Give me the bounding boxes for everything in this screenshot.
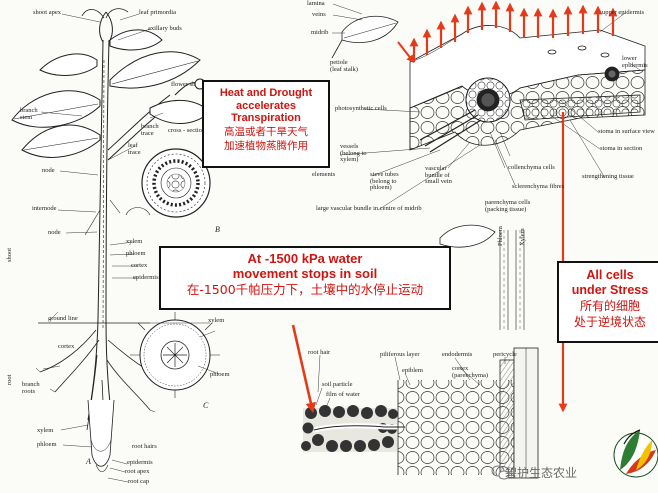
callout-heat-line3: Transpiration [231, 112, 301, 124]
label-stoma-section: stoma in section [600, 145, 643, 152]
label-letter-c: C [203, 401, 209, 410]
label-vascular-bundle: vascular bundle of small vein [425, 165, 452, 185]
label-film-water: film of water [326, 391, 360, 398]
label-stoma-surface: stoma in surface view [598, 128, 655, 135]
leaf-right-1 [109, 51, 201, 89]
callout-soil-zh1: 在-1500千帕压力下，土壤中的水停止运动 [186, 282, 424, 297]
label-shoot: shoot [6, 247, 13, 262]
label-leaf-trace: leaf trace [128, 142, 141, 156]
leaf-block-drawing [331, 3, 646, 211]
brand-logo [613, 429, 658, 478]
label-axillary-buds: axillary buds [148, 25, 182, 32]
label-phloem-inset: Phloem [497, 226, 504, 246]
callout-heat-zh1: 高温或者干旱天气 [224, 125, 308, 138]
label-xylem-3: xylem [208, 317, 225, 324]
label-xylem: xylem [126, 238, 143, 245]
label-epidermis: epidermis [133, 274, 159, 281]
arrow-heat-to-leaf [397, 41, 415, 64]
label-large-bundle: large vascular bundle in centre of midri… [316, 205, 422, 212]
label-letter-a: A [86, 457, 91, 466]
label-xylem-inset: Xylem [519, 228, 526, 246]
label-endodermis: endodermis [442, 351, 473, 358]
label-root: root [6, 374, 13, 385]
leaf-cross-section [141, 148, 211, 218]
label-sieve-tubes: sieve tubes (belong to phloem) [370, 171, 399, 191]
label-xylem-2: xylem [37, 427, 54, 434]
label-upper-epidermis: upper epidermis [602, 9, 645, 16]
label-leaf-primordia: leaf primordia [139, 9, 176, 16]
wechat-icon [491, 465, 510, 480]
callout-stress-zh2: 处于逆境状态 [573, 315, 646, 329]
callout-cell-stress: All cells under Stress 所有的细胞 处于逆境状态 [557, 261, 658, 343]
leaf-right-2 [149, 99, 211, 124]
label-branch-roots: branch roots [22, 381, 40, 395]
label-sclerenchyma: sclerenchyma fibres [512, 183, 565, 190]
label-phloem-3: phloem [210, 371, 230, 378]
label-cortex: cortex [131, 262, 148, 269]
label-root-apex: root apex [125, 468, 150, 475]
leaf-left-2 [21, 124, 101, 158]
callout-soil-water: At -1500 kPa water movement stops in soi… [159, 246, 451, 310]
label-root-cap: root cap [128, 478, 150, 485]
label-lower-epidermis: lower epidermis [622, 55, 648, 69]
label-ground-line: ground line [48, 315, 78, 322]
label-branch-stem: branch stem [20, 107, 38, 121]
callout-stress-line2: under Stress [571, 283, 649, 297]
label-root-hair: root hair [308, 349, 331, 356]
callout-heat-line2: accelerates [236, 99, 296, 112]
label-root-hairs: root hairs [132, 443, 157, 450]
callout-stress-line1: All cells [586, 268, 634, 282]
callout-soil-line2: movement stops in soil [232, 266, 378, 281]
root-cross-section [130, 312, 220, 398]
leaf-right-3 [109, 29, 163, 51]
label-epidermis-2: epidermis [127, 459, 153, 466]
label-node-2: node [48, 229, 61, 236]
label-flower-shoot: flower sh [171, 81, 196, 88]
arrow-to-soil [291, 324, 316, 414]
label-lamina: lamina [307, 0, 325, 7]
label-elements: elements [312, 171, 336, 178]
callout-heat-line1: Heat and Drought [219, 87, 313, 99]
root-soil-drawing [301, 224, 539, 479]
callout-heat-drought: Heat and Drought accelerates Transpirati… [202, 80, 330, 168]
plant-drawing [11, 8, 220, 483]
label-vessels: vessels (belong to xylem) [340, 143, 367, 163]
label-node-1: node [42, 167, 55, 174]
label-midrib: midrib [311, 29, 329, 36]
label-photosynthetic: photosynthetic cells [335, 105, 387, 112]
callout-heat-zh2: 加速植物蒸腾作用 [224, 139, 308, 152]
label-soil-particle: soil particle [322, 381, 353, 388]
label-internode: internode [32, 205, 57, 212]
label-collenchyma: collenchyma cells [508, 164, 555, 171]
label-veins: veins [312, 11, 326, 18]
label-cross-section-leaf: cross - section of leaf [168, 127, 224, 134]
callout-stress-zh1: 所有的细胞 [579, 299, 640, 313]
label-strengthening: strengthening tissue [582, 173, 634, 180]
callout-soil-line1: At -1500 kPa water [247, 251, 363, 266]
label-phloem-2: phloem [37, 441, 57, 448]
watermark-text: 碧护生态农业 [505, 466, 578, 480]
leaf-left-3 [39, 53, 98, 77]
transpiration-arrows [409, 0, 618, 62]
leaf-left-1 [11, 90, 101, 128]
label-phloem: phloem [126, 250, 146, 257]
label-shoot-apex: shoot apex [33, 9, 61, 16]
root-system [39, 329, 166, 441]
label-epiblem: epiblem [402, 367, 423, 374]
label-petiole: petiole (leaf stalk) [330, 59, 358, 73]
label-cortex-2: cortex [58, 343, 75, 350]
label-branch-trace: branch trace [141, 123, 159, 137]
label-cortex-inset: cortex (parenchyma) [452, 365, 489, 379]
label-letter-b: B [215, 225, 220, 234]
label-parenchyma: parenchyma cells (packing tissue) [485, 199, 531, 213]
label-piliferous: piliferous layer [380, 351, 420, 358]
label-pericycle: pericycle [493, 351, 517, 358]
